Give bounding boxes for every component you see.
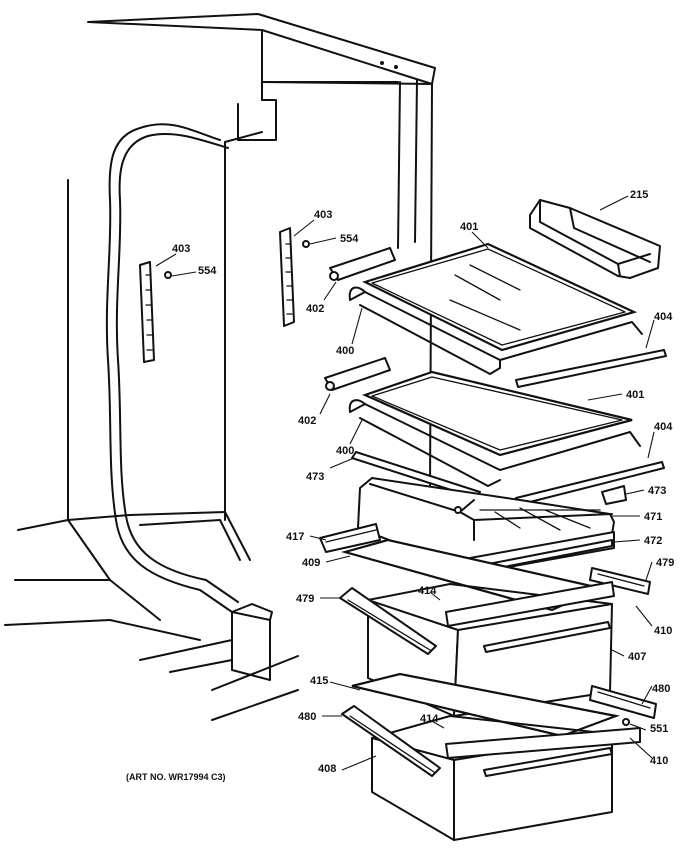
slide-417: [319, 523, 381, 553]
crisper-cover-glass-415: [351, 672, 621, 738]
callout-404-lower: 404: [654, 421, 673, 433]
callout-400-lower: 400: [336, 445, 354, 457]
callout-402-upper: 402: [306, 303, 324, 315]
clip-473-right: [601, 485, 627, 505]
callout-404-upper: 404: [654, 311, 673, 323]
callout-401-upper: 401: [460, 221, 478, 233]
slide-480-left: [341, 705, 441, 777]
leader-lines: [155, 195, 655, 771]
slide-479-right: [589, 567, 651, 595]
lower-shelf-bracket: [324, 357, 391, 391]
screw-right: [302, 240, 310, 248]
callout-400-upper: 400: [336, 345, 354, 357]
upper-shelf-glass: [362, 242, 638, 352]
upper-shelf-frame: [348, 286, 643, 375]
lower-shelf-glass: [361, 370, 633, 457]
refrigerator-cabinet: [4, 13, 436, 721]
lower-shelf-front-trim: [515, 461, 665, 506]
callout-554-left: 554: [198, 265, 217, 277]
slide-480-right: [589, 685, 657, 726]
callout-480-right: 480: [652, 683, 670, 695]
rail-473-left: [351, 451, 481, 499]
bin-215: [529, 199, 661, 279]
callout-417: 417: [286, 531, 304, 543]
callout-215: 215: [630, 189, 648, 201]
callout-414-lower: 414: [420, 713, 439, 725]
art-number: (ART NO. WR17994 C3): [126, 772, 226, 782]
callout-410-upper: 410: [654, 625, 672, 637]
callout-414-upper: 414: [418, 585, 437, 597]
callout-409: 409: [302, 557, 320, 569]
shelf-support-rail-left: [139, 261, 155, 363]
upper-shelf-bracket: [329, 247, 396, 281]
callout-473-left: 473: [306, 471, 324, 483]
lower-shelf-frame: [348, 399, 641, 487]
callout-415: 415: [310, 675, 328, 687]
callout-403-left: 403: [172, 243, 190, 255]
callout-401-lower: 401: [626, 389, 644, 401]
callout-407: 407: [628, 651, 646, 663]
upper-shelf-front-trim: [515, 349, 667, 388]
callout-402-lower: 402: [298, 415, 316, 427]
shelf-support-rail-right: [279, 227, 295, 327]
callout-479-left: 479: [296, 593, 314, 605]
pan-408: [371, 715, 641, 841]
callout-410-lower: 410: [650, 755, 668, 767]
screw-left: [164, 271, 172, 279]
callout-471: 471: [644, 511, 662, 523]
slide-479-left: [339, 587, 437, 655]
callout-473-right: 473: [648, 485, 666, 497]
callout-480-left: 480: [298, 711, 316, 723]
callout-403-right: 403: [314, 209, 332, 221]
callout-472: 472: [644, 535, 662, 547]
callout-labels: 215 401 403 554 403 554 402 400 404 401 …: [172, 189, 674, 775]
callout-551: 551: [650, 723, 668, 735]
callout-479-right: 479: [656, 557, 674, 569]
callout-554-right: 554: [340, 233, 359, 245]
callout-408: 408: [318, 763, 336, 775]
